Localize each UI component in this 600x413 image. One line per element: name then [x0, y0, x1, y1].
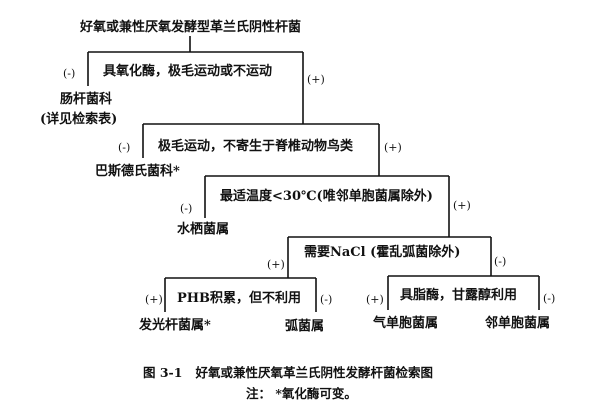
figure-caption: 图 3-1 好氧或兼性厌氧革兰氏阴性发酵杆菌检索图 [143, 365, 433, 380]
criterion: 极毛运动，不寄生于脊椎动物鸟类 [158, 138, 354, 154]
negative-sign: (-) [320, 293, 332, 306]
positive-sign: (+) [453, 199, 471, 212]
result-photobacterium: 发光杆菌属* [138, 317, 211, 333]
result-enterobacteriaceae: 肠杆菌科 [60, 91, 112, 107]
result-note: (详见检索表) [40, 111, 117, 127]
positive-sign: (+) [145, 293, 163, 306]
positive-sign: (+) [267, 258, 285, 271]
negative-sign: (-) [494, 255, 506, 268]
node-lipase: 具脂酶，甘露醇利用 (+) (-) 气单胞菌属 邻单胞菌属 [366, 275, 555, 331]
root-title: 好氧或兼性厌氧发酵型革兰氏阴性杆菌 [79, 19, 301, 35]
criterion: 最适温度<30℃(唯邻单胞菌属除外) [220, 188, 433, 204]
result-aquatic-genus: 水栖菌属 [177, 221, 229, 237]
node-temperature: 最适温度<30℃(唯邻单胞菌属除外) (-) (+) 水栖菌属 [177, 175, 471, 237]
positive-sign: (+) [366, 293, 384, 306]
node-oxidase: 具氧化酶，极毛运动或不运动 (-) (+) 肠杆菌科 (详见检索表) [40, 51, 325, 127]
criterion: PHB积累，但不利用 [177, 290, 301, 306]
node-nacl: 需要NaCl (霍乱弧菌除外) (+) (-) [267, 236, 506, 276]
negative-sign: (-) [180, 202, 192, 215]
figure-note: 注： *氧化酶可变。 [246, 386, 357, 401]
criterion: 需要NaCl (霍乱弧菌除外) [304, 244, 460, 260]
node-polar-flagella: 极毛运动，不寄生于脊椎动物鸟类 (-) (+) 巴斯德氏菌科* [95, 123, 402, 179]
result-aeromonas: 气单胞菌属 [373, 315, 438, 331]
result-vibrio: 弧菌属 [285, 318, 324, 334]
positive-sign: (+) [307, 73, 325, 86]
criterion: 具氧化酶，极毛运动或不运动 [103, 63, 272, 79]
negative-sign: (-) [63, 67, 75, 80]
result-plesiomonas: 邻单胞菌属 [484, 315, 550, 331]
node-phb: PHB积累，但不利用 (+) (-) 发光杆菌属* 弧菌属 [138, 273, 332, 334]
result-pasteurellaceae: 巴斯德氏菌科* [95, 163, 180, 179]
criterion: 具脂酶，甘露醇利用 [400, 287, 517, 303]
negative-sign: (-) [118, 141, 130, 154]
positive-sign: (+) [384, 141, 402, 154]
negative-sign: (-) [543, 292, 555, 305]
